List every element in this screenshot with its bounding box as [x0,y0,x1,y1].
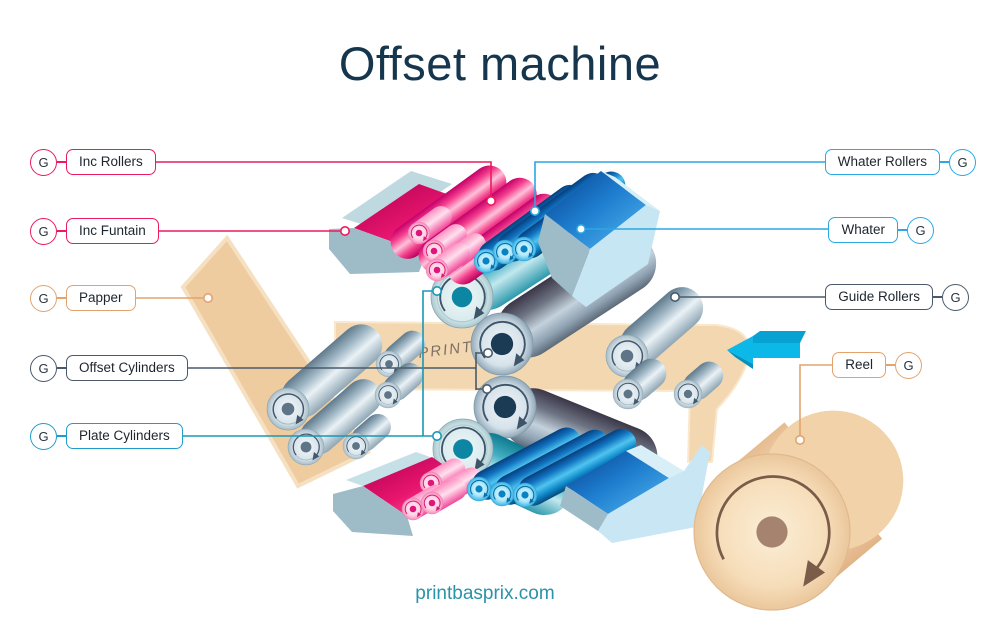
water-fountain-top [538,171,660,307]
callout-inc-funtain: G Inc Funtain [30,217,159,245]
label-offset-cylinders: Offset Cylinders [66,355,188,381]
connector-stub [57,367,66,369]
g-badge-letter: G [957,154,968,170]
connector-stub [940,161,949,163]
g-badge-letter: G [903,357,914,373]
callout-offset-cylinders: G Offset Cylinders [30,354,188,382]
g-badge: G [895,351,922,379]
callout-plate-cylinders: G Plate Cylinders [30,422,183,450]
connector-stub [57,435,66,437]
label-inc-rollers: Inc Rollers [66,149,156,175]
connector-stub [898,229,907,231]
g-badge-letter: G [38,223,49,239]
connector-stub [57,297,66,299]
connector-stub [57,230,66,232]
g-badge-letter: G [950,289,961,305]
callout-papper: G Papper [30,284,136,312]
connector-stub [886,364,895,366]
g-badge-letter: G [915,222,926,238]
paper-reel [694,410,904,610]
connector-stub [57,161,66,163]
website-link: printbasprix.com [415,583,555,604]
label-inc-funtain: Inc Funtain [66,218,159,244]
label-guide-rollers: Guide Rollers [825,284,933,310]
callout-reel: Reel G [832,351,922,379]
guide-rollers-right [606,287,724,409]
callout-whater: Whater G [828,216,934,244]
label-whater: Whater [828,217,898,243]
g-badge: G [949,148,976,176]
callout-whater-rollers: Whater Rollers G [824,148,976,176]
paper-direction-arrow [727,331,806,369]
label-reel: Reel [832,352,886,378]
g-badge: G [30,284,57,312]
page-title: Offset machine [338,37,662,90]
ink-rollers-bottom [401,458,483,522]
label-whater-rollers: Whater Rollers [824,149,940,175]
callout-connectors [135,161,837,445]
water-rollers-bottom [467,427,637,511]
g-badge-letter: G [38,428,49,444]
g-badge: G [942,283,969,311]
label-plate-cylinders: Plate Cylinders [66,423,183,449]
g-badge: G [30,148,57,176]
g-badge: G [30,422,57,450]
g-badge: G [907,216,934,244]
g-badge: G [30,354,57,382]
print-mark-text: PRINT [417,338,474,362]
g-badge: G [30,217,57,245]
callout-guide-rollers: Guide Rollers G [825,283,969,311]
water-fountain-bottom [560,445,710,543]
label-papper: Papper [66,285,136,311]
connector-stub [933,296,942,298]
g-badge-letter: G [38,154,49,170]
callout-inc-rollers: G Inc Rollers [30,148,156,176]
g-badge-letter: G [38,290,49,306]
g-badge-letter: G [38,360,49,376]
